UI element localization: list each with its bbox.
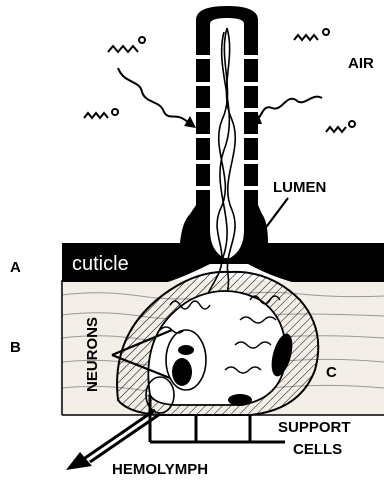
support-cells-label-line2: CELLS <box>293 441 342 458</box>
marker-c: C <box>326 364 337 381</box>
marker-a: A <box>10 259 21 276</box>
hemolymph-label: HEMOLYMPH <box>112 461 208 478</box>
lumen-label: LUMEN <box>273 179 326 196</box>
support-cells-label-line1: SUPPORT <box>278 419 351 436</box>
cuticle-layer <box>62 6 384 282</box>
air-label: AIR <box>348 55 374 72</box>
neurons-label: NEURONS <box>84 317 101 392</box>
marker-b: B <box>10 339 21 356</box>
cuticle-label: cuticle <box>72 253 129 275</box>
